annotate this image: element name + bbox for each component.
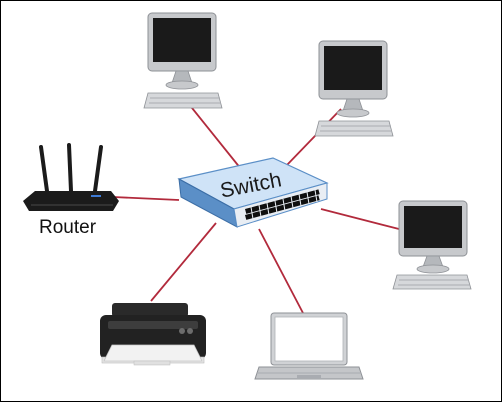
link-top-right-computer	[285, 108, 342, 167]
desktop-computer-icon	[392, 200, 472, 290]
link-right-computer	[320, 208, 400, 230]
desktop-computer-icon	[143, 12, 223, 109]
laptop-icon	[254, 312, 364, 380]
link-router	[112, 196, 180, 201]
switch-port-dividers	[250, 189, 318, 220]
wireless-router-icon	[23, 143, 119, 211]
router-label: Router	[39, 217, 97, 238]
link-laptop	[258, 228, 304, 314]
printer-icon	[100, 303, 206, 366]
switch-ports	[245, 189, 320, 220]
desktop-computer-icon	[314, 40, 394, 137]
link-printer	[150, 222, 217, 302]
link-top-left-computer	[183, 97, 242, 170]
links	[112, 97, 400, 314]
network-switch-icon: Switch	[177, 157, 329, 228]
